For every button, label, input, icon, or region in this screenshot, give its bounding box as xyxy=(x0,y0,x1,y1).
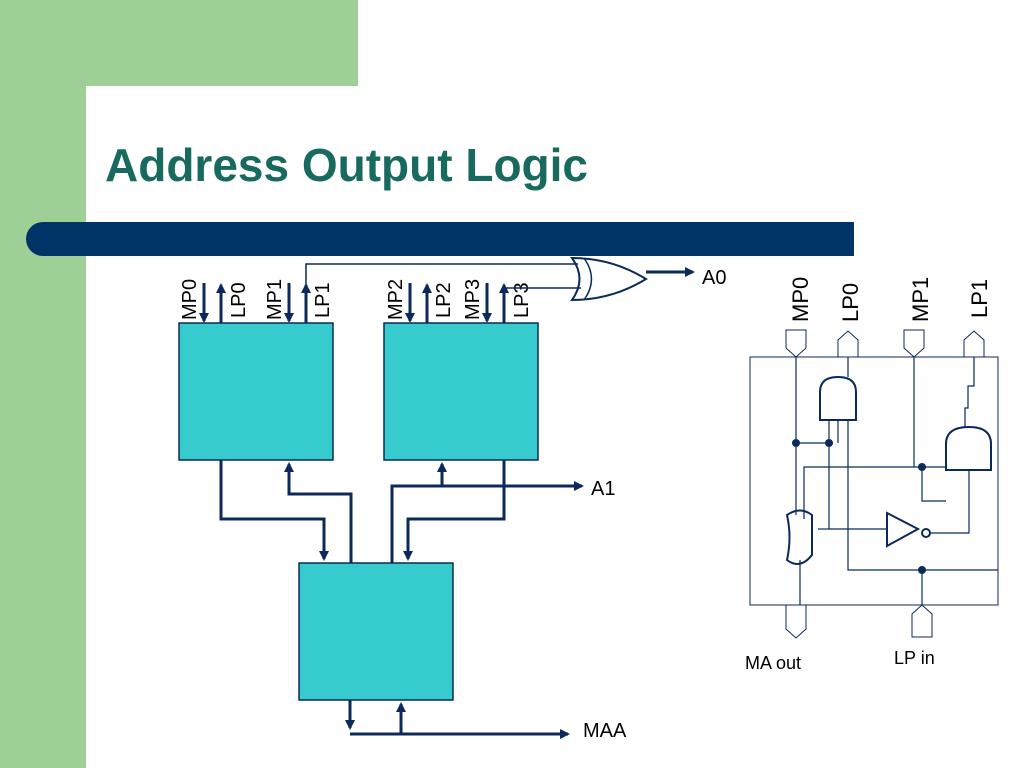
bottom-pins xyxy=(785,604,933,639)
top-signal-label: LP0 xyxy=(838,283,863,322)
a1-label: A1 xyxy=(591,478,615,500)
logic-block-2 xyxy=(383,322,539,461)
ma-out-label: MA out xyxy=(745,653,801,673)
top-pins xyxy=(785,329,985,358)
block2-signal-arrows xyxy=(405,283,509,323)
block2-signal-label: LP2 xyxy=(433,282,455,318)
maa-wires xyxy=(345,700,570,739)
or-gate-a0 xyxy=(570,256,648,302)
block1-signal-label: LP1 xyxy=(312,282,334,318)
logic-block-3 xyxy=(298,562,454,701)
and-gate-upper xyxy=(819,375,857,421)
block1-signal-label: LP0 xyxy=(228,282,250,318)
block2-signal-label: MP3 xyxy=(462,279,484,320)
right-diagram: MP0 LP0 MP1 LP1 MA out LP in xyxy=(745,277,999,673)
top-signal-label: LP1 xyxy=(967,279,992,318)
left-diagram: MP0 LP0 MP1 LP1 MP2 LP2 MP3 LP3 A0 A1 xyxy=(178,256,726,742)
block1-signal-label: MP1 xyxy=(264,279,286,320)
inverter-gate xyxy=(886,511,931,548)
and-gate-right xyxy=(945,425,992,471)
content-corner xyxy=(86,86,166,166)
block-interconnect-wires xyxy=(219,460,584,563)
a0-input-wires xyxy=(305,263,581,292)
cell-boundary xyxy=(749,356,999,606)
or-gate-right xyxy=(785,509,813,565)
a0-label: A0 xyxy=(702,267,726,289)
block2-signal-label: MP2 xyxy=(385,279,407,320)
block1-signal-label: MP0 xyxy=(179,279,201,320)
title-underline-bar xyxy=(26,222,854,256)
top-signal-label: MP1 xyxy=(908,277,933,322)
block2-signal-label: LP3 xyxy=(511,282,533,318)
top-signal-label: MP0 xyxy=(788,277,813,322)
green-top-corner xyxy=(86,0,358,86)
junction-dots xyxy=(792,439,926,574)
maa-label: MAA xyxy=(583,720,627,742)
slide-title: Address Output Logic xyxy=(105,139,588,191)
logic-block-1 xyxy=(178,322,334,461)
lp-in-label: LP in xyxy=(894,648,935,668)
green-side-band xyxy=(0,0,86,768)
block1-signal-arrows xyxy=(199,283,311,323)
